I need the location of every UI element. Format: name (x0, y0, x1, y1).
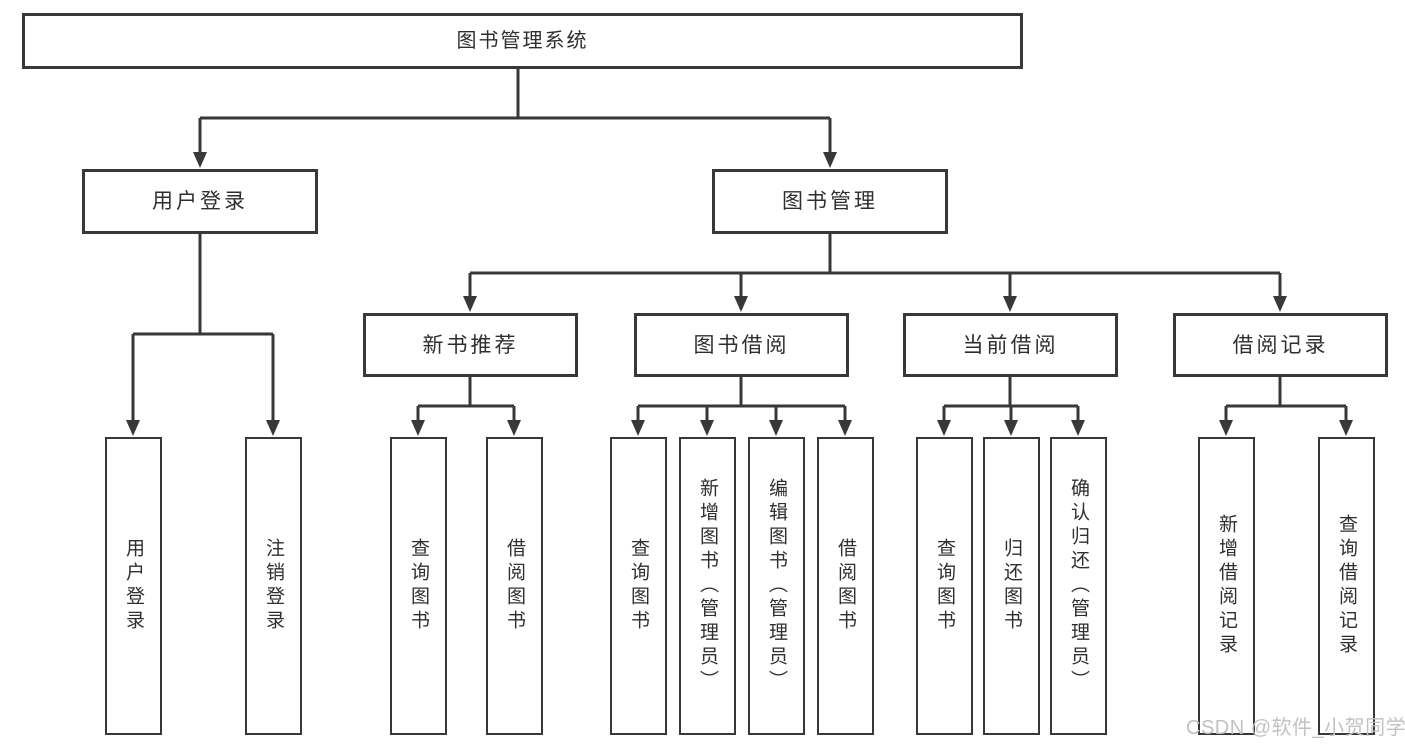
leaf-confirm-return-admin: 确认归还（管理员） (1050, 437, 1107, 735)
leaf-query-books-current: 查询图书 (916, 437, 973, 735)
leaf-edit-book-admin: 编辑图书（管理员） (748, 437, 805, 735)
leaf-borrow-books-recommend: 借阅图书 (486, 437, 543, 735)
node-book-borrowing: 图书借阅 (634, 313, 849, 377)
watermark: CSDN @软件_小贺同学 (1186, 717, 1405, 739)
leaf-query-books-recommend: 查询图书 (390, 437, 447, 735)
leaf-user-login: 用户登录 (105, 437, 162, 735)
node-new-book-recommend: 新书推荐 (363, 313, 578, 377)
node-borrowing-records: 借阅记录 (1173, 313, 1388, 377)
leaf-query-borrow-record: 查询借阅记录 (1318, 437, 1375, 735)
leaf-query-books-borrowing: 查询图书 (610, 437, 667, 735)
node-current-borrowing: 当前借阅 (903, 313, 1118, 377)
node-user-login: 用户登录 (82, 169, 318, 234)
leaf-logout: 注销登录 (245, 437, 302, 735)
leaf-add-borrow-record: 新增借阅记录 (1198, 437, 1255, 735)
leaf-add-book-admin: 新增图书（管理员） (679, 437, 736, 735)
leaf-return-books: 归还图书 (983, 437, 1040, 735)
node-root: 图书管理系统 (22, 13, 1023, 69)
node-book-management: 图书管理 (712, 169, 948, 234)
leaf-borrow-books-2: 借阅图书 (817, 437, 874, 735)
